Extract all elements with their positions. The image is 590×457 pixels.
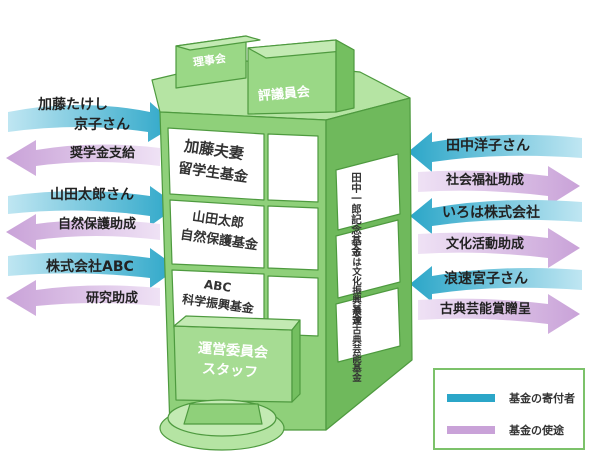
fund-iroha-label: いろは文化振興基金 [349,238,361,324]
use-arrow-right-3 [418,294,580,334]
donor-arrow-right-3 [410,266,582,302]
donor-arrow-left-2 [8,186,178,226]
front-panel-1 [167,127,265,201]
donor-arrow-left-1 [8,102,176,142]
staff-label: スタッフ [201,361,259,381]
donor-kato-line2: 京子さん [74,117,130,133]
fund-tanaka-label: 田中一郎記念基金 [350,172,363,256]
use-welfare: 社会福祉助成 [446,173,525,188]
front-panel-1b [267,133,319,203]
donor-arrow-left-3 [8,248,178,288]
side-panel-1 [335,153,401,231]
use-classical-award: 古典芸能賞贈呈 [440,302,532,317]
use-arrow-left-3 [6,280,160,316]
donor-arrow-right-1 [408,132,582,172]
side-panel-3 [335,287,401,363]
donor-kato-line1: 加藤たけし [38,97,108,113]
use-nature: 自然保護助成 [58,217,137,232]
use-arrow-left-1 [6,140,160,176]
legend-swatch-donor [447,394,495,402]
use-arrow-right-1 [418,166,580,206]
front-panel-2 [169,199,265,269]
legend-swatch-use [447,426,495,434]
donor-abc: 株式会社ABC [46,259,134,275]
fund-abc-line1: ABC [203,277,233,295]
donor-arrow-right-2 [410,198,582,234]
donor-iroha: いろは株式会社 [442,205,540,221]
legend-label-donor: 基金の寄付者 [509,392,575,405]
use-arrow-left-2 [6,214,160,250]
legend: 基金の寄付者 基金の使途 [433,368,585,450]
donor-yamada: 山田太郎さん [50,187,134,203]
fund-naniwa-label: 浪速古典芸能基金 [349,306,361,382]
legend-label-use: 基金の使途 [509,424,564,437]
donor-naniwa: 浪速宮子さん [444,271,528,287]
legend-row-donor: 基金の寄付者 [447,390,575,406]
use-scholarship: 奨学金支給 [70,146,136,161]
front-panel-2b [267,205,319,271]
legend-row-use: 基金の使途 [447,422,564,438]
use-arrow-right-2 [418,228,580,268]
use-research: 研究助成 [86,291,139,306]
building [151,35,413,451]
side-panel-2 [335,219,401,299]
donor-tanaka: 田中洋子さん [446,138,530,154]
use-culture: 文化活動助成 [446,237,525,252]
